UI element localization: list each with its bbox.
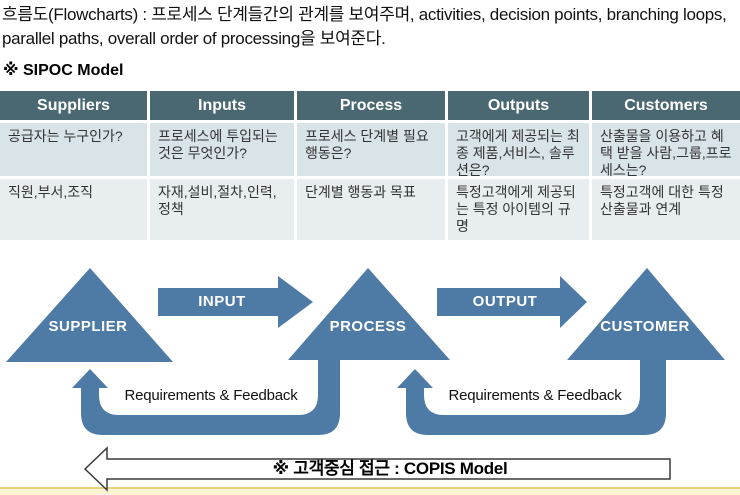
table-cell: 직원,부서,조직 [0, 179, 150, 240]
process-label: PROCESS [329, 318, 407, 335]
customer-triangle [567, 268, 725, 360]
table-cell: 특정고객에게 제공되는 특정 아이템의 규명 [448, 179, 592, 240]
table-header-inputs: Inputs [150, 91, 297, 123]
table-cell: 프로세스 단계별 필요행동은? [297, 123, 448, 179]
input-label: INPUT [198, 293, 246, 310]
table-cell: 자재,설비,절차,인력,정책 [150, 179, 297, 240]
feedback-right-label: Requirements & Feedback [448, 387, 622, 404]
output-arrow [437, 276, 587, 328]
supplier-triangle [6, 268, 173, 362]
copis-arrow [83, 446, 671, 492]
feedback-left-label: Requirements & Feedback [124, 387, 298, 404]
sipoc-table: Suppliers Inputs Process Outputs Custome… [0, 91, 740, 240]
copis-arrow-shape [83, 446, 671, 492]
table-header-customers: Customers [592, 91, 740, 123]
table-cell: 프로세스에 투입되는 것은 무엇인가? [150, 123, 297, 179]
feedback-arrow-left [72, 359, 340, 435]
feedback-arrow-right [397, 359, 666, 435]
output-label: OUTPUT [472, 293, 538, 310]
intro-paragraph: 흐름도(Flowcharts) : 프로세스 단계들간의 관계를 보여주며, a… [2, 5, 727, 48]
supplier-label: SUPPLIER [48, 318, 128, 335]
sipoc-flow-diagram [6, 268, 725, 435]
copis-label: ※ 고객중심 접근 : COPIS Model [272, 459, 508, 478]
table-cell: 단계별 행동과 목표 [297, 179, 448, 240]
sipoc-model-heading: ※ SIPOC Model [3, 62, 124, 79]
bottom-divider-strip [0, 487, 740, 495]
customer-label: CUSTOMER [600, 318, 690, 335]
table-cell: 산출물을 이용하고 혜택 받을 사람,그룹,프로세스는? [592, 123, 740, 179]
table-cell: 공급자는 누구인가? [0, 123, 150, 179]
table-cell: 특정고객에 대한 특정산출물과 연계 [592, 179, 740, 240]
table-header-suppliers: Suppliers [0, 91, 150, 123]
table-cell: 고객에게 제공되는 최종 제품,서비스, 솔루션은? [448, 123, 592, 179]
table-header-outputs: Outputs [448, 91, 592, 123]
input-arrow [158, 276, 313, 328]
process-triangle [288, 268, 450, 360]
table-header-process: Process [297, 91, 448, 123]
